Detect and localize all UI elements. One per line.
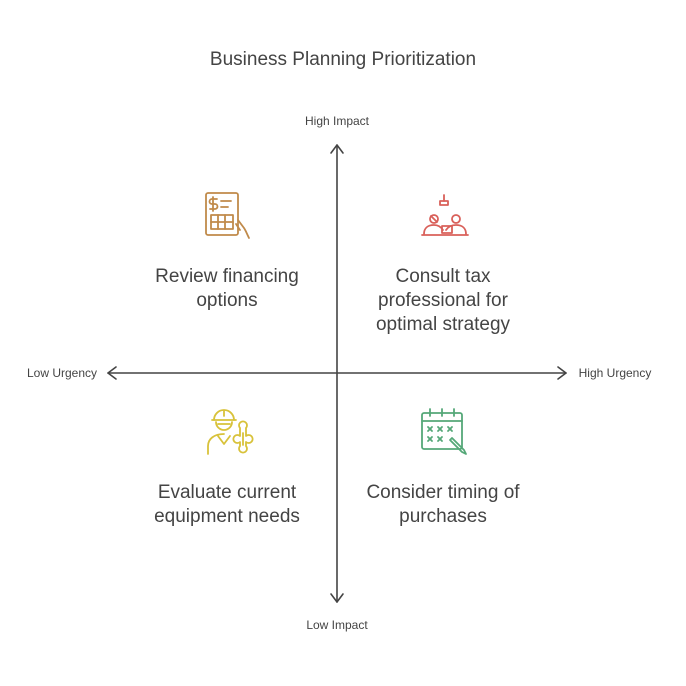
worker-wrench-icon bbox=[207, 409, 254, 455]
arrow-down bbox=[330, 593, 344, 603]
quadrant-label-top-right: Consult tax professional for optimal str… bbox=[375, 266, 511, 335]
quadrant-label-bottom-right: Consider timing of purchases bbox=[366, 482, 520, 527]
calendar-schedule-icon bbox=[421, 408, 467, 455]
axis-label-high-urgency: High Urgency bbox=[578, 366, 652, 380]
axis-label-low-urgency: Low Urgency bbox=[26, 366, 98, 380]
quadrant-label-top-left: Review financing options bbox=[155, 266, 299, 311]
arrow-up bbox=[330, 144, 344, 154]
financial-document-icon bbox=[205, 192, 250, 239]
axis-label-low-impact: Low Impact bbox=[306, 618, 368, 632]
meeting-consultation-icon bbox=[421, 194, 469, 236]
arrow-left bbox=[107, 366, 117, 380]
arrow-right bbox=[557, 366, 567, 380]
quadrant-label-bottom-left: Evaluate current equipment needs bbox=[154, 482, 300, 527]
page-title: Business Planning Prioritization bbox=[209, 49, 477, 70]
axis-label-high-impact: High Impact bbox=[304, 114, 370, 128]
